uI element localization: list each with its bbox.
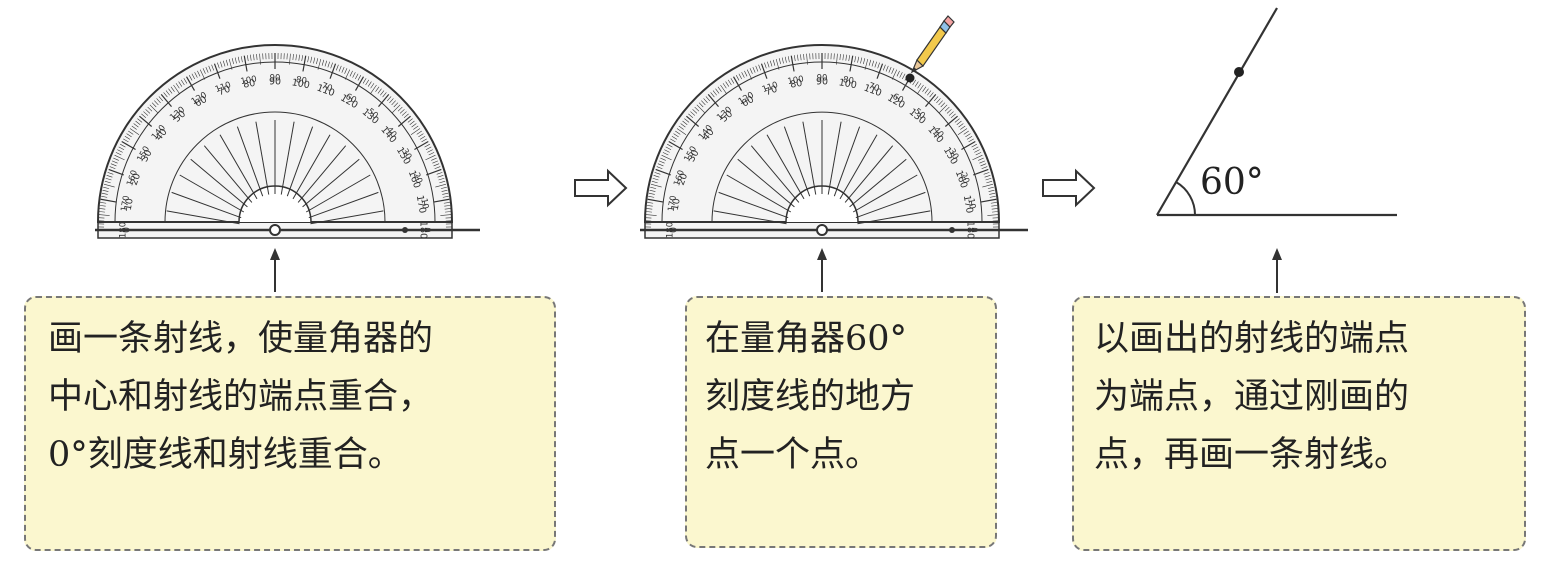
inner-tick-label-1: 80 (242, 78, 256, 91)
inner-tick-label-2: 20 (676, 172, 690, 187)
second-ray (1156, 7, 1278, 216)
outer-tick-label-2: 20 (958, 171, 971, 185)
outer-tick-label-1: 10 (418, 197, 430, 209)
step-3-note: 以画出的射线的端点 为端点，通过刚画的 点，再画一条射线。 (1072, 296, 1526, 551)
inner-tick-label-2: 10 (670, 197, 683, 211)
step-3-line-3: 点，再画一条射线。 (1094, 435, 1410, 475)
outer-tick-label-2: 90 (817, 74, 828, 84)
angle-arc (1175, 181, 1197, 216)
outer-tick-label-1: 70 (320, 81, 334, 94)
inner-tick-label-1: 60 (193, 94, 209, 110)
step-2-line-2: 刻度线的地方 (705, 377, 916, 417)
right-arrow-icon (1042, 168, 1096, 208)
up-arrow-icon (270, 248, 280, 292)
outer-tick-label-2: 70 (867, 81, 881, 94)
step-1-line-2: 中心和射线的端点重合， (48, 377, 434, 417)
protractor-center-step-2 (816, 224, 828, 236)
pencil-icon (910, 15, 955, 74)
inner-tick-label-1: 10 (123, 197, 136, 211)
inner-tick-label-2: 90 (816, 77, 828, 88)
step-1-note: 画一条射线，使量角器的 中心和射线的端点重合， 0°刻度线和射线重合。 (24, 296, 556, 551)
inner-tick-label-2: 70 (764, 84, 779, 98)
inner-tick-label-1: 20 (129, 172, 143, 187)
inner-tick-label-1: 90 (269, 77, 281, 88)
outer-tick-label-1: 90 (270, 74, 281, 84)
outer-tick-label-1: 170 (119, 195, 132, 213)
outer-tick-label-2: 30 (946, 147, 960, 161)
inner-tick-label-2: 170 (961, 194, 975, 214)
angle-label: 60° (1200, 162, 1264, 203)
step-2-line-1: 在量角器60° (705, 319, 908, 359)
inner-tick-label-1: 30 (139, 148, 155, 164)
step-2-line-3: 点一个点。 (705, 435, 881, 475)
inner-tick-label-1: 100 (291, 77, 311, 91)
angle-60-drawing: 60° (1156, 7, 1397, 217)
marked-point-60 (905, 73, 915, 83)
inner-tick-label-2: 30 (686, 148, 702, 164)
inner-tick-label-2: 100 (838, 77, 858, 91)
step-1-line-3: 0°刻度线和射线重合。 (48, 435, 403, 475)
protractor-step-1: 0102030405060708090100110120130140150160… (96, 44, 454, 239)
inner-tick-label-1: 70 (217, 84, 232, 98)
step-3-line-2: 为端点，通过刚画的 (1094, 377, 1410, 417)
outer-tick-label-2: 170 (666, 195, 679, 213)
step-3-line-1: 以画出的射线的端点 (1094, 319, 1410, 359)
protractor-step-2: 0102030405060708090100110120130140150160… (643, 44, 1001, 239)
marked-point (1234, 67, 1244, 77)
step-1-line-1: 画一条射线，使量角器的 (48, 319, 434, 359)
outer-tick-label-2: 60 (891, 92, 905, 106)
inner-tick-label-2: 60 (740, 94, 756, 110)
inner-tick-label-2: 80 (789, 78, 803, 91)
step-2-note: 在量角器60° 刻度线的地方 点一个点。 (685, 296, 997, 548)
inner-tick-label-1: 170 (414, 194, 428, 214)
outer-tick-label-1: 30 (399, 147, 413, 161)
right-arrow-icon (574, 168, 628, 208)
outer-tick-label-1: 60 (344, 92, 358, 106)
outer-tick-label-2: 100 (787, 74, 805, 87)
up-arrow-icon (817, 248, 827, 292)
outer-tick-label-1: 80 (295, 75, 307, 87)
up-arrow-icon (1272, 248, 1282, 293)
outer-tick-label-2: 80 (842, 75, 854, 87)
outer-tick-label-1: 20 (411, 171, 424, 185)
outer-tick-label-2: 10 (965, 197, 977, 209)
outer-tick-label-1: 100 (240, 74, 258, 87)
protractor-center-step-1 (269, 224, 281, 236)
